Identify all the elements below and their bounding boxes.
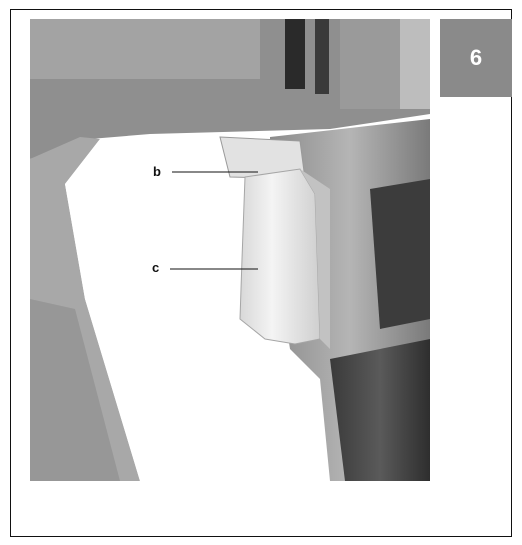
callout-label-c: c bbox=[152, 260, 160, 275]
callout-label-b: b bbox=[153, 164, 161, 179]
figure-number-badge: 6 bbox=[440, 19, 512, 97]
tool-handle-photo bbox=[30, 19, 430, 481]
